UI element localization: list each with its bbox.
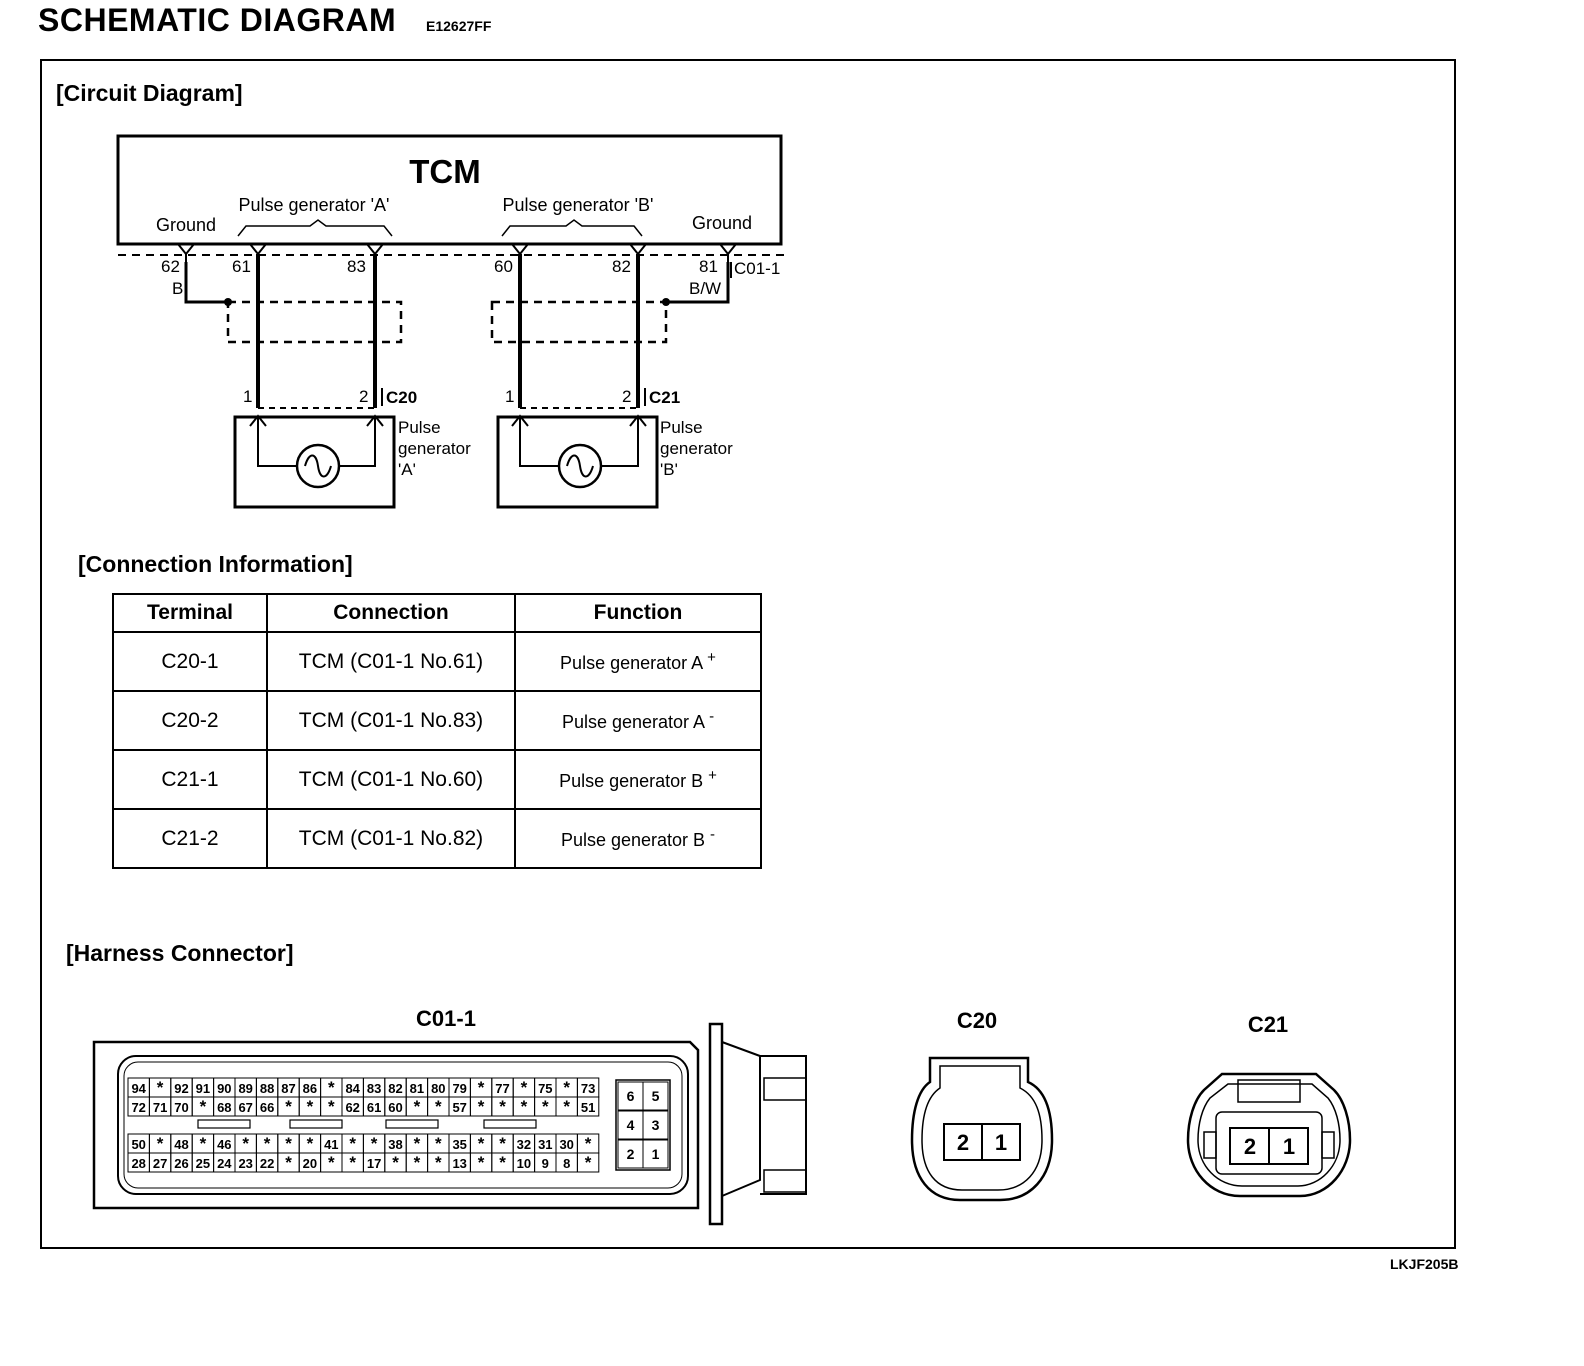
pulse-generator-b-name-2: generator [660,439,733,458]
document-code: E12627FF [426,18,492,34]
sine-source-a-icon [295,443,341,489]
function-text: Pulse generator B [560,830,706,850]
wire-color-right: B/W [689,279,721,298]
polarity-sign: + [708,767,717,784]
polarity-sign: + [707,649,716,666]
pulse-generator-a-name-3: 'A' [398,460,416,479]
c20-circuit-label: C20 [386,388,417,407]
pulse-generator-b-name-3: 'B' [660,460,678,479]
pulse-generator-b-box [496,415,659,509]
c21-pin-2-label: 2 [622,387,631,406]
column-header-connection: Connection [266,593,516,633]
pulse-generator-a-tcm-label: Pulse generator 'A' [239,195,390,215]
connection-table: Terminal Connection Function C20-1 TCM (… [112,593,762,869]
column-header-function: Function [514,593,762,633]
terminal-cell: C21-1 [112,749,268,810]
pin-82-label: 82 [612,257,631,276]
pulse-generator-a-name-1: Pulse [398,418,441,437]
table-header-row: Terminal Connection Function [112,593,762,633]
table-row: C21-2 TCM (C01-1 No.82) Pulse generator … [112,808,762,869]
function-text: Pulse generator B [559,771,704,791]
pin-81-label: 81 [699,257,718,276]
wire-color-left: B [172,279,183,298]
connection-cell: TCM (C01-1 No.61) [266,631,516,692]
connection-cell: TCM (C01-1 No.82) [266,808,516,869]
tcm-box [116,134,783,246]
c21-circuit-label: C21 [649,388,680,407]
figure-code: LKJF205B [1390,1256,1459,1272]
pin-61-label: 61 [232,257,251,276]
pulse-generator-a-name-2: generator [398,439,471,458]
pin-60-label: 60 [494,257,513,276]
column-header-terminal: Terminal [112,593,268,633]
terminal-cell: C20-2 [112,690,268,751]
pin-83-label: 83 [347,257,366,276]
function-cell: Pulse generator A - [514,690,762,751]
function-text: Pulse generator A [560,653,703,673]
function-cell: Pulse generator B - [514,808,762,869]
connection-cell: TCM (C01-1 No.60) [266,749,516,810]
c21-pin-1-label: 1 [505,387,514,406]
pulse-generator-b-name-1: Pulse [660,418,703,437]
ground-left-label: Ground [156,215,216,235]
connection-cell: TCM (C01-1 No.83) [266,690,516,751]
pulse-generator-b-tcm-label: Pulse generator 'B' [503,195,654,215]
function-cell: Pulse generator B + [514,749,762,810]
harness-connector-heading: [Harness Connector] [66,940,294,966]
function-cell: Pulse generator A + [514,631,762,692]
ground-right-label: Ground [692,213,752,233]
polarity-sign: - [710,826,716,843]
polarity-sign: - [709,708,715,725]
c20-pin-2-label: 2 [359,387,368,406]
pulse-generator-a-box [233,415,396,509]
c20-pin-1-label: 1 [243,387,252,406]
diagram-frame [40,59,1456,1249]
circuit-diagram-heading: [Circuit Diagram] [56,80,243,106]
tcm-label: TCM [409,153,480,190]
terminal-cell: C21-2 [112,808,268,869]
function-text: Pulse generator A [561,712,705,732]
table-row: C21-1 TCM (C01-1 No.60) Pulse generator … [112,749,762,810]
circuit-diagram: TCM Pulse generator 'A' Pulse generator … [116,134,785,509]
sine-source-b-icon [557,443,603,489]
terminal-cell: C20-1 [112,631,268,692]
page-title: SCHEMATIC DIAGRAM [38,2,397,38]
connection-information-heading: [Connection Information] [78,551,353,577]
connector-c01-1-label: C01-1 [734,259,780,278]
pin-62-label: 62 [161,257,180,276]
table-row: C20-2 TCM (C01-1 No.83) Pulse generator … [112,690,762,751]
table-row: C20-1 TCM (C01-1 No.61) Pulse generator … [112,631,762,692]
